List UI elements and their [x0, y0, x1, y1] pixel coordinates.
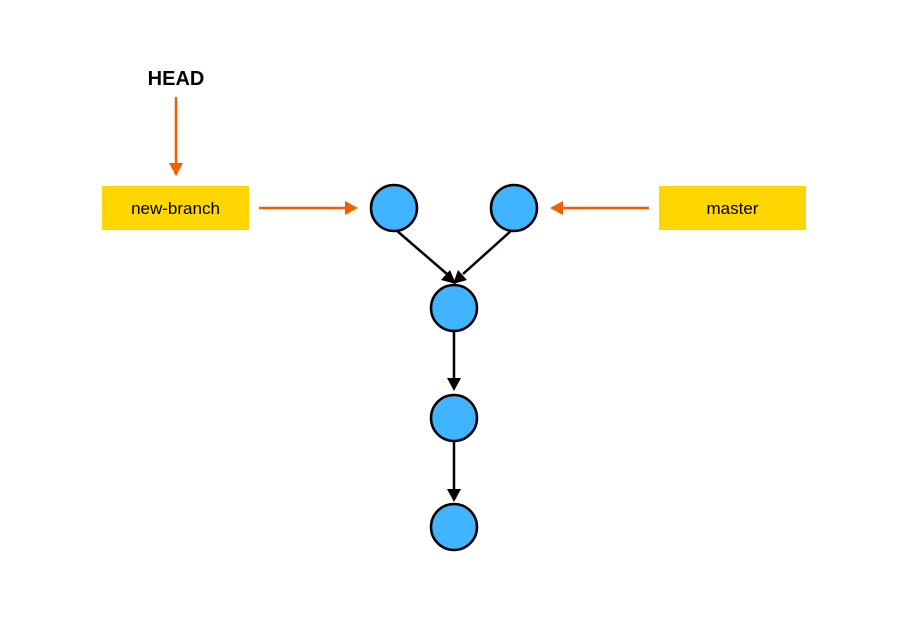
edge-merge-to-commit-3-arrowhead [447, 378, 461, 391]
branch-label-new-branch: new-branch [102, 186, 249, 230]
master-pointer-arrowhead [550, 201, 563, 215]
new-branch-pointer-arrowhead [345, 201, 358, 215]
commit-node-4 [429, 502, 479, 552]
edge-left-to-merge [395, 229, 448, 275]
branch-text-master: master [707, 199, 759, 218]
head-pointer-arrowhead [169, 163, 183, 176]
head-label: HEAD [148, 68, 205, 90]
commit-node-master-tip [489, 183, 539, 233]
edge-right-to-merge [462, 229, 513, 275]
branch-text-new-branch: new-branch [131, 199, 220, 218]
branch-box-master [659, 186, 806, 230]
edge-right-to-merge-arrowhead [453, 270, 467, 284]
edge-commit-3-to-commit-4-arrowhead [447, 489, 461, 502]
branch-box-new-branch [102, 186, 249, 230]
branch-label-master: master [659, 186, 806, 230]
commit-node-3 [429, 393, 479, 443]
commit-node-common-ancestor [429, 283, 479, 333]
commit-node-new-branch-tip [369, 183, 419, 233]
edge-left-to-merge-arrowhead [441, 270, 456, 284]
